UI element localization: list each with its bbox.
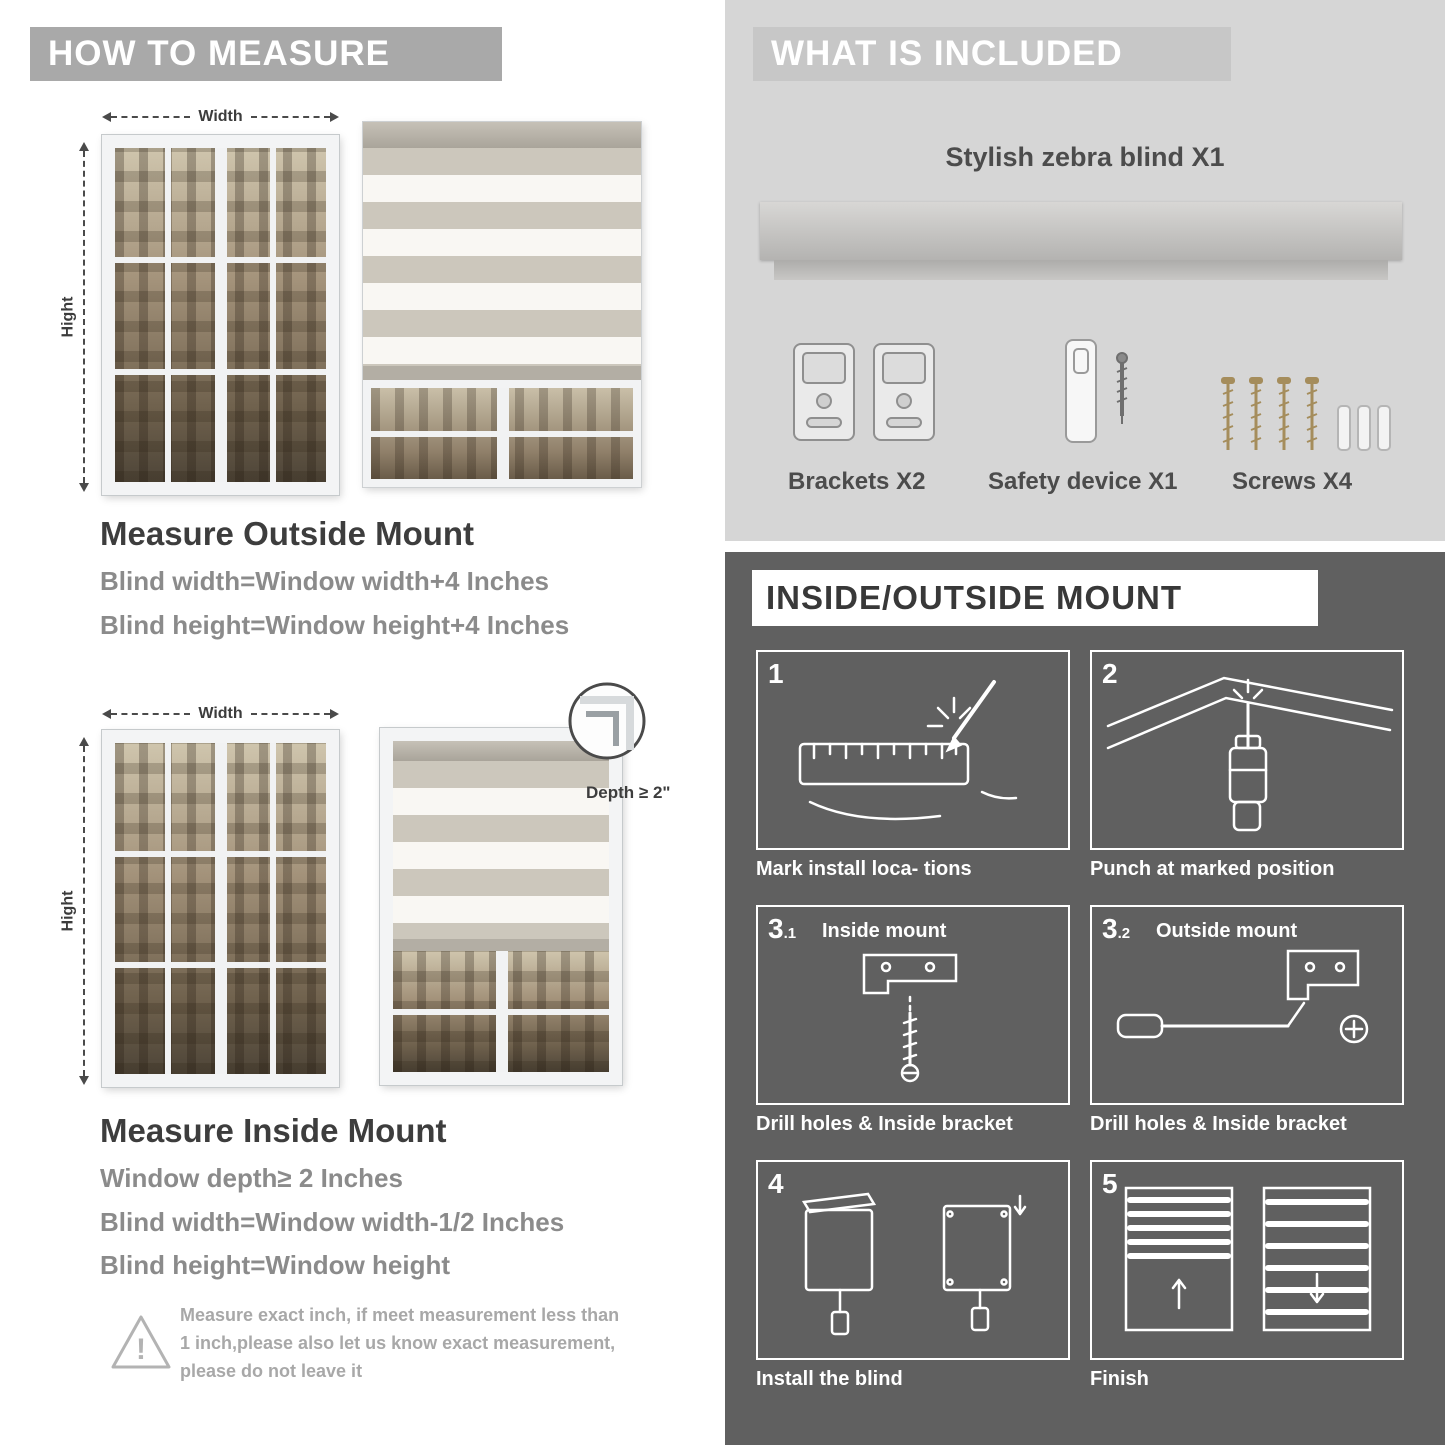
- window-below-blind: [363, 380, 641, 487]
- step-number: 2: [1102, 658, 1118, 689]
- screws-label: Screws X4: [1232, 468, 1353, 495]
- window-muntin: [115, 368, 326, 375]
- blind-stripes: [393, 761, 609, 939]
- step-panel-5: 5: [1090, 1160, 1404, 1360]
- safety-device-icon: [1058, 336, 1153, 453]
- step-number: 3.2: [1102, 913, 1131, 944]
- inside-mount-line1: Window depth≥ 2 Inches: [100, 1163, 403, 1193]
- window-sash-divider: [214, 743, 227, 1074]
- step-panel-3-1: 3.1 Inside mount: [756, 905, 1070, 1105]
- headrail-illustration: [760, 202, 1402, 260]
- window-muntin: [371, 430, 633, 437]
- arrowhead-down-icon: [79, 1076, 89, 1085]
- headrail-valance: [774, 260, 1388, 280]
- screws-icon: [1218, 376, 1393, 473]
- height-label: Hight: [59, 296, 77, 338]
- blind-bottom-rail: [363, 366, 641, 380]
- window-illustration-outside: [102, 135, 339, 495]
- blind-stripes: [363, 148, 641, 366]
- arrowhead-right-icon: [330, 709, 339, 719]
- step-caption-1: Mark install loca- tions: [756, 858, 972, 880]
- window-below-blind: [393, 951, 609, 1072]
- step-title: Inside mount: [822, 920, 947, 942]
- height-arrow-outside: [78, 142, 90, 492]
- blind-headrail: [393, 741, 609, 761]
- height-label: Hight: [59, 890, 77, 932]
- depth-callout-circle: [566, 680, 648, 767]
- window-sash-divider: [214, 148, 227, 482]
- window-muntin: [270, 743, 277, 1074]
- what-is-included-title: WHAT IS INCLUDED: [771, 34, 1123, 73]
- step-caption-4: Install the blind: [756, 1368, 903, 1390]
- finished-blinds-illustration: [1124, 1186, 1372, 1332]
- step-caption-2: Punch at marked position: [1090, 858, 1335, 880]
- window-muntin: [393, 1008, 609, 1015]
- install-blind-illustration: [801, 1192, 1027, 1336]
- inside-mount-line3: Blind height=Window height: [100, 1250, 450, 1280]
- step-caption-5: Finish: [1090, 1368, 1149, 1390]
- window-glass: [115, 743, 326, 1074]
- inside-mount-title: Measure Inside Mount: [100, 1112, 447, 1149]
- blind-bottom-rail: [393, 939, 609, 951]
- how-to-measure-header: HOW TO MEASURE: [30, 27, 502, 81]
- blind-headrail: [363, 122, 641, 148]
- drill-illustration: [1106, 676, 1394, 832]
- warning-triangle-icon: !: [108, 1312, 174, 1377]
- step-number: 1: [768, 658, 784, 689]
- arrowhead-left-icon: [102, 709, 111, 719]
- inside-bracket-illustration: [862, 953, 958, 1083]
- step-number: 5: [1102, 1168, 1118, 1199]
- arrowhead-up-icon: [79, 737, 89, 746]
- window-glass: [115, 148, 326, 482]
- window-muntin: [270, 148, 277, 482]
- step-panel-3-2: 3.2 Outside mount: [1090, 905, 1404, 1105]
- warning-text: Measure exact inch, if meet measurement …: [180, 1305, 620, 1381]
- product-label: Stylish zebra blind X1: [945, 142, 1225, 172]
- mount-header: INSIDE/OUTSIDE MOUNT: [752, 570, 1318, 626]
- how-to-measure-title: HOW TO MEASURE: [48, 34, 390, 73]
- what-is-included-header: WHAT IS INCLUDED: [753, 27, 1231, 81]
- arrowhead-up-icon: [79, 142, 89, 151]
- step-caption-3-2: Drill holes & Inside bracket: [1090, 1113, 1347, 1135]
- height-arrow-inside: [78, 737, 90, 1085]
- svg-text:!: !: [136, 1333, 146, 1366]
- safety-device-label: Safety device X1: [988, 468, 1178, 495]
- step-number: 4: [768, 1168, 784, 1199]
- outside-bracket-illustration: [1116, 949, 1369, 1044]
- outside-mount-line2: Blind height=Window height+4 Inches: [100, 610, 570, 640]
- width-arrow-outside: Width: [102, 108, 339, 125]
- mark-locations-illustration: [798, 680, 1018, 821]
- window-muntin: [115, 256, 326, 263]
- outside-mount-line1: Blind width=Window width+4 Inches: [100, 566, 549, 596]
- step-panel-4: 4: [756, 1160, 1070, 1360]
- depth-label: Depth ≥ 2": [586, 783, 671, 802]
- step-panel-2: 2: [1090, 650, 1404, 850]
- outside-mount-title: Measure Outside Mount: [100, 515, 475, 552]
- window-muntin: [164, 148, 171, 482]
- window-muntin: [164, 743, 171, 1074]
- arrowhead-down-icon: [79, 483, 89, 492]
- arrowhead-right-icon: [330, 112, 339, 122]
- width-label: Width: [198, 108, 243, 125]
- inside-mount-line2: Blind width=Window width-1/2 Inches: [100, 1207, 565, 1237]
- mount-header-title: INSIDE/OUTSIDE MOUNT: [766, 579, 1183, 616]
- brackets-icon: [790, 338, 940, 453]
- mount-section: [725, 552, 1445, 1445]
- zebra-blind-outside-illustration: [363, 122, 641, 487]
- arrowhead-left-icon: [102, 112, 111, 122]
- brackets-label: Brackets X2: [788, 468, 926, 495]
- width-label: Width: [198, 705, 243, 722]
- width-arrow-inside: Width: [102, 705, 339, 722]
- zebra-blind-inside-illustration: [380, 728, 622, 1085]
- step-title: Outside mount: [1156, 920, 1298, 942]
- step-caption-3-1: Drill holes & Inside bracket: [756, 1113, 1013, 1135]
- step-number: 3.1: [768, 913, 797, 944]
- step-panel-1: 1: [756, 650, 1070, 850]
- window-muntin: [115, 850, 326, 857]
- window-illustration-inside: [102, 730, 339, 1087]
- window-muntin: [115, 961, 326, 968]
- magnifier-corner-icon: [568, 682, 646, 760]
